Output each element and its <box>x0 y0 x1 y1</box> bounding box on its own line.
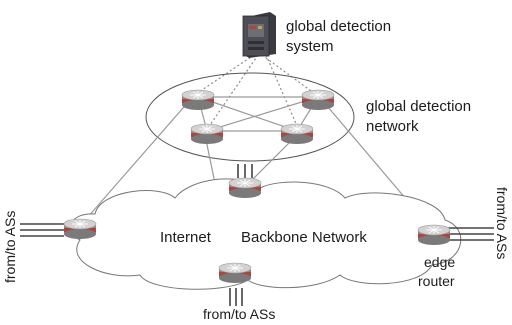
cloud-icon <box>69 178 462 290</box>
router-icon <box>301 89 335 111</box>
from-to-right-label: from/to ASs <box>494 187 510 259</box>
edge-router-label-1: edge <box>424 254 455 270</box>
router-icon <box>228 177 262 199</box>
router-icon <box>63 218 97 240</box>
global-detection-network-label-1: global detection <box>366 98 471 115</box>
global-network-ellipse <box>145 72 355 162</box>
router-icon <box>181 89 215 111</box>
from-to-left-label: from/to ASs <box>2 211 18 283</box>
router-icon <box>417 224 451 246</box>
router-icon <box>190 123 224 145</box>
server-icon <box>242 12 276 58</box>
global-detection-network-label-2: network <box>366 118 419 135</box>
from-to-bottom-label: from/to ASs <box>203 306 275 322</box>
router-icon <box>218 262 252 284</box>
router-icon <box>280 123 314 145</box>
global-detection-system-label-1: global detection <box>286 18 391 35</box>
internet-label: Internet <box>160 229 212 246</box>
edge-router-label-2: router <box>418 273 455 289</box>
as-links <box>20 164 494 306</box>
global-detection-system-label-2: system <box>286 38 334 55</box>
server-links <box>192 54 319 129</box>
backbone-network-label: Backbone Network <box>241 229 367 246</box>
